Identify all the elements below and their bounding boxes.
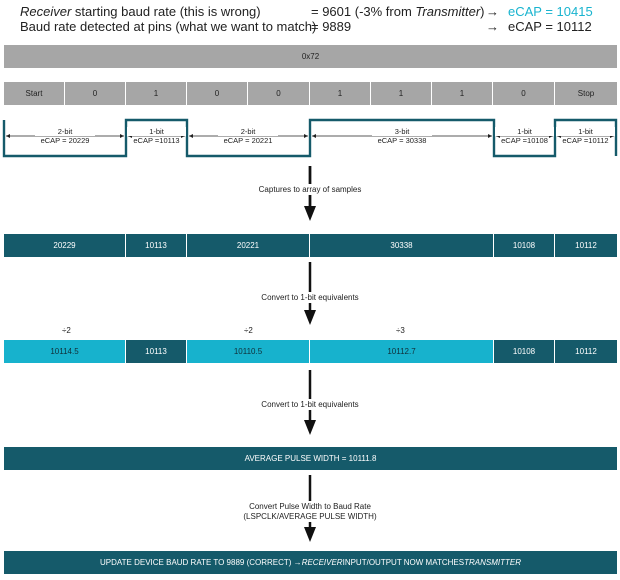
equivalent-cell: 10113 <box>126 340 187 363</box>
bit-cell: 0 <box>493 82 555 105</box>
bit-cell: 1 <box>310 82 371 105</box>
sample-cell: 10108 <box>494 234 555 257</box>
header-line-1-value: = 9601 (-3% from Transmitter) <box>311 4 485 19</box>
bit-cell: 1 <box>126 82 187 105</box>
equivalent-cell: 10108 <box>494 340 555 363</box>
header-line-2-ecap: eCAP = 10112 <box>508 19 592 34</box>
samples-row: 20229 10113 20221 30338 10108 10112 <box>4 234 617 257</box>
equivalent-cell: 10114.5 <box>4 340 126 363</box>
bit-cell: 0 <box>187 82 248 105</box>
equivalent-cell: 10112 <box>555 340 617 363</box>
step-baud-label: Convert Pulse Width to Baud Rate (LSPCLK… <box>241 501 379 522</box>
header-line-1: Receiver starting baud rate (this is wro… <box>20 4 261 19</box>
equivalent-cell: 10110.5 <box>187 340 310 363</box>
update-baud-rate-bar: UPDATE DEVICE BAUD RATE TO 9889 (CORRECT… <box>4 551 617 574</box>
sample-cell: 10112 <box>555 234 617 257</box>
step-convert-label: Convert to 1-bit equivalents <box>259 292 361 303</box>
receiver-word: Receiver <box>20 4 72 19</box>
divisor-label: ÷2 <box>62 326 71 335</box>
bit-cell-stop: Stop <box>555 82 617 105</box>
bit-cell-start: Start <box>4 82 65 105</box>
sample-cell: 20221 <box>187 234 310 257</box>
step-capture-label: Captures to array of samples <box>256 184 364 195</box>
waveform-line <box>2 118 618 158</box>
arrow-right-icon: → <box>486 19 499 34</box>
byte-value-bar: 0x72 <box>4 45 617 68</box>
step-convert-label: Convert to 1-bit equivalents <box>259 399 361 410</box>
bit-row: Start 0 1 0 0 1 1 1 0 Stop <box>4 82 617 105</box>
header-line-1-text: starting baud rate (this is wrong) <box>71 4 261 19</box>
divisor-label: ÷2 <box>244 326 253 335</box>
header-line-1-ecap: eCAP = 10415 <box>508 4 593 19</box>
divisor-label: ÷3 <box>396 326 405 335</box>
down-arrow-icon <box>304 262 316 325</box>
header-line-2-text: Baud rate detected at pins (what we want… <box>20 19 317 34</box>
arrow-right-icon: → <box>486 4 499 19</box>
bit-cell: 1 <box>371 82 432 105</box>
equivalents-row: 10114.5 10113 10110.5 10112.7 10108 1011… <box>4 340 617 363</box>
header-line-2-value: = 9889 <box>311 19 352 34</box>
sample-cell: 10113 <box>126 234 187 257</box>
bit-cell: 1 <box>432 82 493 105</box>
uart-waveform <box>2 118 618 158</box>
sample-cell: 20229 <box>4 234 126 257</box>
equivalent-cell: 10112.7 <box>310 340 494 363</box>
down-arrow-icon <box>304 370 316 435</box>
bit-cell: 0 <box>65 82 126 105</box>
bit-cell: 0 <box>248 82 310 105</box>
sample-cell: 30338 <box>310 234 494 257</box>
average-pulse-width-bar: AVERAGE PULSE WIDTH = 10111.8 <box>4 447 617 470</box>
